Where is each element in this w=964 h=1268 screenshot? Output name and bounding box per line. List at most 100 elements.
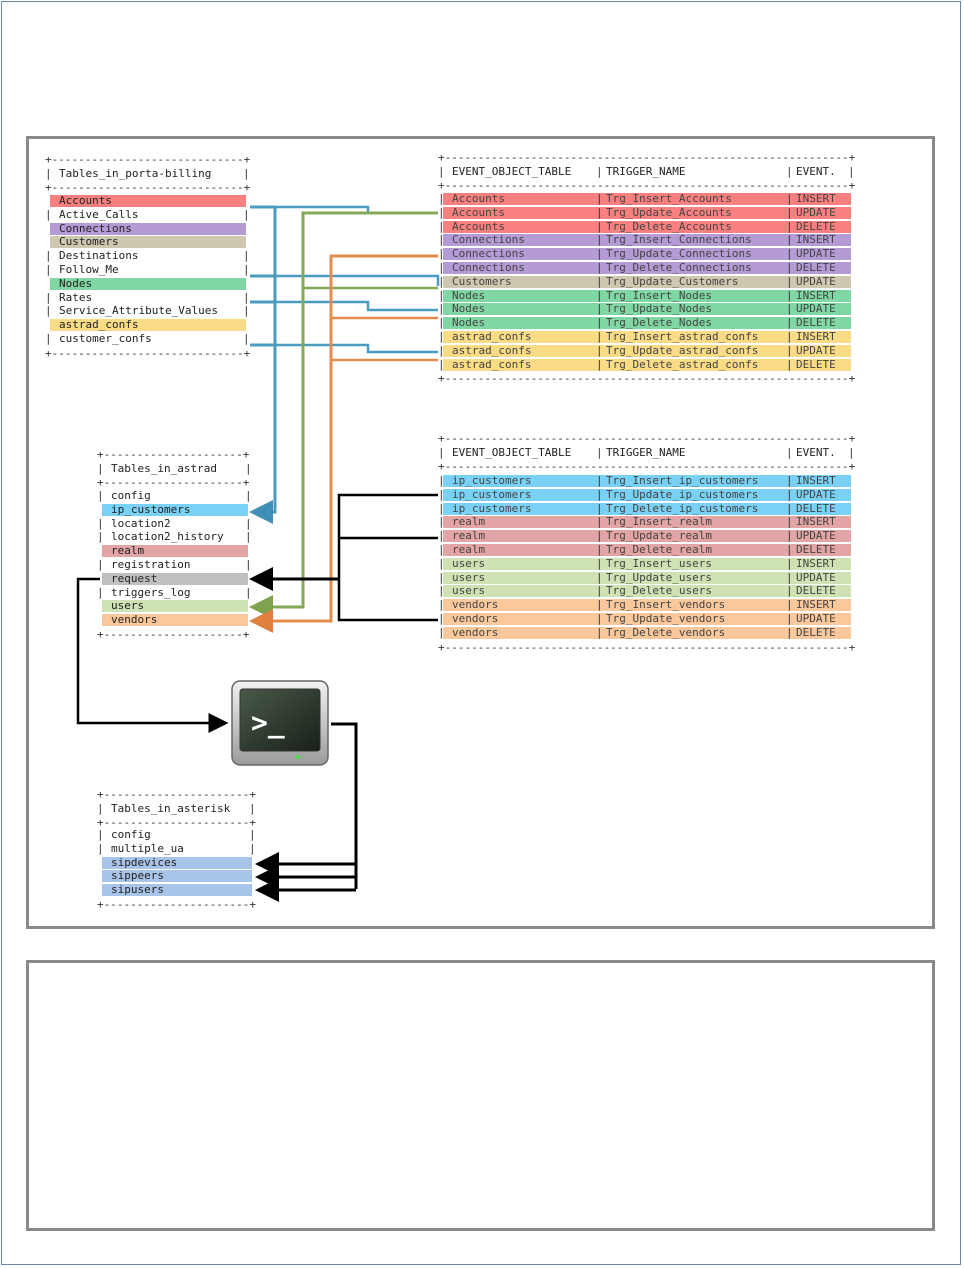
table-name: ip_customers [111,502,191,516]
table-pipe: | [245,516,252,530]
table-pipe: | [596,330,603,343]
table-pipe: | [438,205,445,219]
porta-billing-triggers: +---------------------------------------… [438,151,856,385]
table-pipe: | [596,529,603,543]
table-pipe: | [786,343,793,357]
table-pipe: | [596,302,603,316]
trigger-border-bottom: +---------------------------------------… [438,372,856,386]
table-border-top: +-----------------------------+ [45,153,251,166]
row-highlight [50,319,246,332]
terminal-icon: >_ [231,680,329,766]
table-pipe: | [249,841,256,855]
trigger-row-highlight [443,358,851,371]
table-pipe: | [438,357,445,371]
table-pipe: | [786,556,793,570]
table-border-bottom: +----------------------+ [97,898,256,911]
table-pipe: | [596,515,603,529]
table-name: location2 [111,516,171,530]
table-pipe: | [786,165,793,178]
table-pipe: | [596,247,603,261]
table-pipe: | [45,332,52,345]
trigger-border-mid: +---------------------------------------… [438,179,856,192]
trigger-trigger: Trg_Insert_vendors [606,598,726,612]
trigger-row-highlight [443,344,851,357]
trigger-table: Nodes [452,302,486,316]
terminal-prompt: >_ [251,706,285,739]
table-pipe: | [243,167,250,180]
trigger-row-highlight [443,220,851,233]
table-name: Nodes [59,276,93,290]
table-name: Destinations [59,249,139,263]
trigger-table: Accounts [452,192,505,205]
trigger-table: ip_customers [452,501,532,515]
trigger-row-highlight [443,248,851,261]
table-pipe: | [438,474,445,487]
trigger-table: vendors [452,612,499,625]
table-pipe: | [596,556,603,570]
trigger-table: Connections [452,233,525,247]
empty-panel [26,960,935,1231]
table-pipe: | [596,219,603,233]
table-pipe: | [596,357,603,371]
table-name: request [111,571,158,585]
table-pipe: | [438,515,445,529]
table-border-bottom: +---------------------+ [97,628,250,641]
trigger-row-highlight [443,193,851,205]
table-pipe: | [245,489,252,502]
table-pipe: | [596,288,603,302]
trigger-trigger: Trg_Delete_Connections [606,261,752,274]
table-pipe: | [786,598,793,612]
trigger-table: vendors [452,625,499,639]
table-name: astrad_confs [59,318,139,332]
table-name: triggers_log [111,585,191,599]
table-pipe: | [596,274,603,288]
table-pipe: | [848,165,855,178]
trigger-table: Nodes [452,316,486,330]
table-pipe: | [438,302,445,316]
table-pipe: | [786,357,793,371]
table-name: location2_history [111,530,224,544]
table-pipe: | [786,543,793,556]
trigger-event: UPDATE [796,302,836,316]
table-border-mid: +-----------------------------+ [45,181,251,194]
table-pipe: | [245,462,252,475]
trigger-row-highlight [443,530,851,543]
table-name: realm [111,544,145,558]
table-pipe: | [786,205,793,219]
trigger-column-header: EVENT. [796,165,836,178]
table-pipe: | [786,233,793,247]
table-pipe: | [786,487,793,501]
trigger-table: realm [452,515,486,529]
trigger-column-header: TRIGGER_NAME [606,165,686,178]
trigger-table: ip_customers [452,474,532,487]
trigger-border-top: +---------------------------------------… [438,432,856,445]
table-name: Active_Calls [59,207,139,221]
table-name: config [111,489,151,502]
trigger-trigger: Trg_Delete_astrad_confs [606,357,759,371]
trigger-row-highlight [443,599,851,612]
table-pipe: | [596,501,603,515]
table-name: Follow_Me [59,263,119,276]
trigger-row-highlight [443,303,851,316]
row-highlight [102,870,252,883]
trigger-row-highlight [443,557,851,570]
trigger-event: INSERT [796,556,836,570]
table-pipe: | [786,446,793,459]
trigger-column-header: TRIGGER_NAME [606,446,686,459]
table-pipe: | [596,192,603,205]
trigger-event: UPDATE [796,247,836,261]
table-name: Connections [59,221,132,235]
trigger-column-header: EVENT. [796,446,836,459]
table-pipe: | [786,274,793,288]
table-pipe: | [786,501,793,515]
trigger-event: INSERT [796,330,836,343]
table-pipe: | [249,802,256,815]
table-header: Tables_in_porta-billing [59,167,212,180]
trigger-event: INSERT [796,515,836,529]
table-pipe: | [786,474,793,487]
table-name: Rates [59,290,93,304]
table-name: sipdevices [111,855,178,869]
table-pipe: | [45,249,52,263]
table-pipe: | [45,263,52,276]
table-pipe: | [97,828,104,841]
